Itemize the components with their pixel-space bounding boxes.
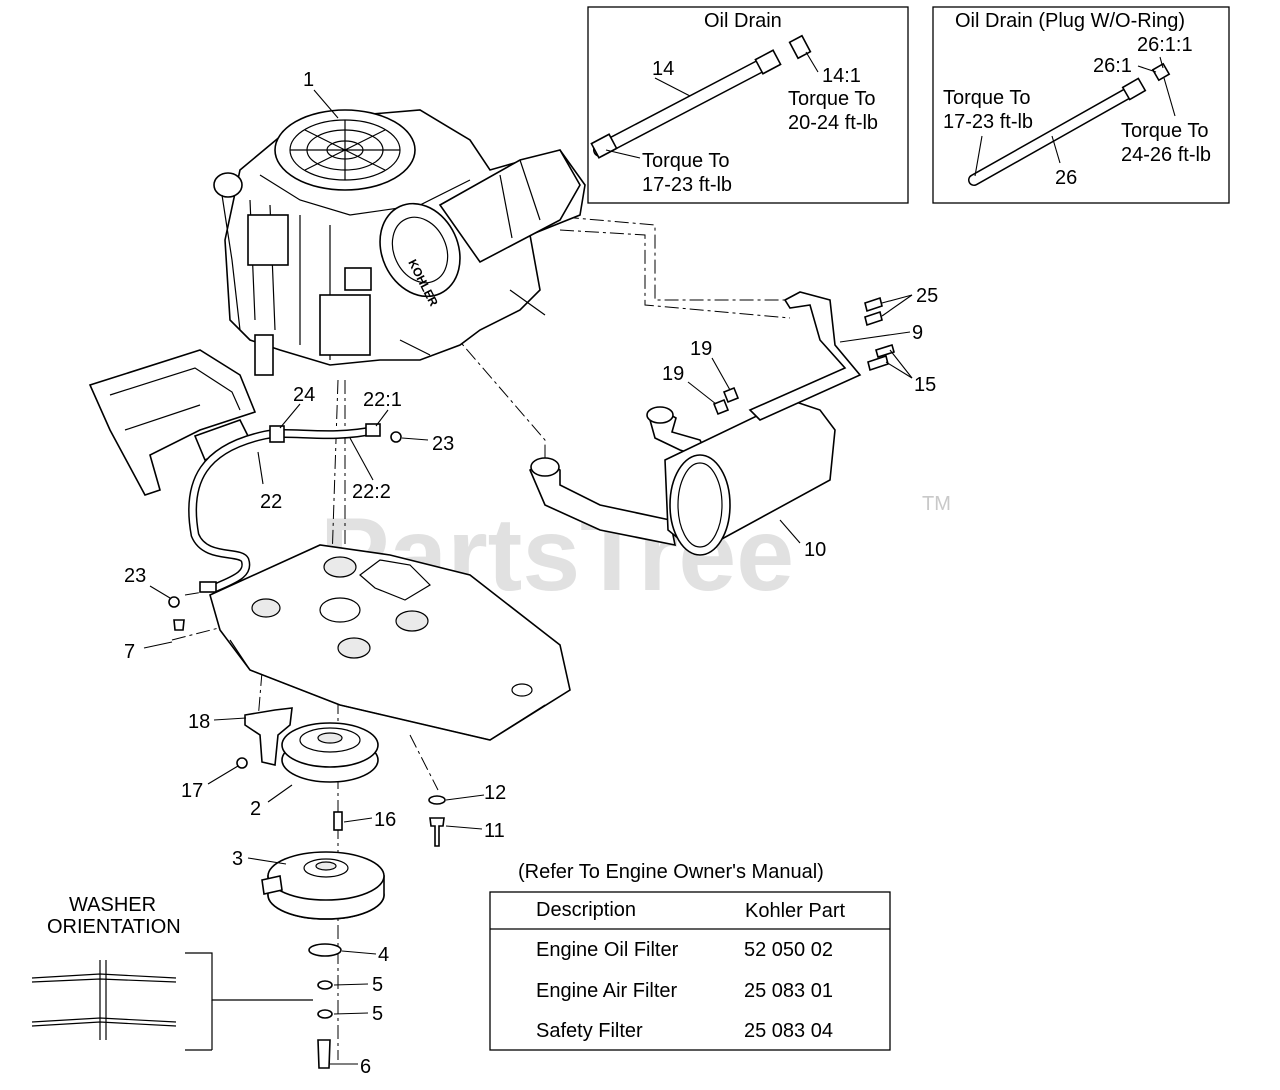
table-header-description: Description [536,899,636,921]
electric-clutch [261,851,385,920]
plug-torque-value: 20-24 ft-lb [788,112,878,134]
muffler-bracket [748,291,862,421]
callout-2: 2 [250,798,261,820]
callout-26-1: 26:1 [1093,55,1132,77]
washer-orientation-title-1: WASHER [69,894,156,916]
oil-drain-plug-inset: Oil Drain (Plug W/O-Ring) 26:1:1 26:1 To… [932,6,1230,204]
hose-torque-label: Torque To [642,150,729,172]
callout-25: 25 [916,285,938,307]
hose2-torque-label: Torque To [943,87,1030,109]
callout-5-top: 5 [372,974,383,996]
callout-10: 10 [804,539,826,561]
hose-torque-value: 17-23 ft-lb [642,174,732,196]
oil-drain-plug-title: Oil Drain (Plug W/O-Ring) [955,10,1185,32]
table-row-part: 25 083 04 [744,1020,833,1042]
callout-22-1: 22:1 [363,389,402,411]
callout-15: 15 [914,374,936,396]
callout-19-left: 19 [662,363,684,385]
table-row-description: Engine Oil Filter [536,939,679,961]
engine-deck [209,544,571,741]
plug2-torque-value: 24-26 ft-lb [1121,144,1211,166]
watermark-trademark: TM [922,493,951,515]
callout-17: 17 [181,780,203,802]
oil-drain-hose [590,34,812,159]
hose2-torque-value: 17-23 ft-lb [943,111,1033,133]
callout-18: 18 [188,711,210,733]
callout-22: 22 [260,491,282,513]
engine: KOHLER [213,109,586,376]
callout-12: 12 [484,782,506,804]
plug-torque-label: Torque To [788,88,875,110]
callout-11: 11 [484,820,505,842]
callout-14-1: 14:1 [822,65,861,87]
callout-23-top: 23 [432,433,454,455]
callout-26-1-1: 26:1:1 [1137,34,1193,56]
callout-22-2: 22:2 [352,481,391,503]
callout-19-top: 19 [690,338,712,360]
clutch-bracket [244,707,293,766]
callout-23-left: 23 [124,565,146,587]
table-row-part: 52 050 02 [744,939,833,961]
oil-drain-title: Oil Drain [704,10,782,32]
callout-3: 3 [232,848,243,870]
plug2-torque-label: Torque To [1121,120,1208,142]
callout-24: 24 [293,384,315,406]
engine-parts-table: (Refer To Engine Owner's Manual) Descrip… [489,861,891,1051]
callout-14: 14 [652,58,674,80]
table-header-kohler-part: Kohler Part [745,900,845,922]
callout-5-bottom: 5 [372,1003,383,1025]
callout-16: 16 [374,809,396,831]
callout-6: 6 [360,1056,371,1078]
callout-26: 26 [1055,167,1077,189]
oil-drain-hose-assy [188,423,381,593]
table-note: (Refer To Engine Owner's Manual) [518,861,824,883]
muffler-assy [529,399,836,556]
table-row-description: Safety Filter [536,1020,643,1042]
table-row-description: Engine Air Filter [536,980,678,1002]
table-row-part: 25 083 01 [744,980,833,1002]
engine-bracket-left [88,349,257,496]
washer-orientation-title-2: ORIENTATION [47,916,181,938]
callout-9: 9 [912,322,923,344]
pulley [281,722,379,783]
oil-drain-inset: Oil Drain 14 14:1 Torque To 20-24 ft-lb … [587,6,909,204]
callout-7: 7 [124,641,135,663]
washer-orientation: WASHER ORIENTATION [31,894,313,1051]
callout-1: 1 [303,69,314,91]
callout-4: 4 [378,944,389,966]
